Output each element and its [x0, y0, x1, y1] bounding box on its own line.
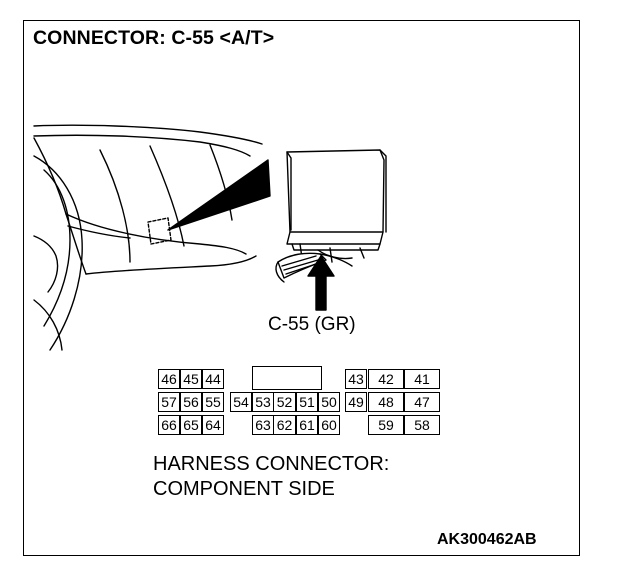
connector-caption: HARNESS CONNECTOR: COMPONENT SIDE — [153, 452, 389, 502]
connector-pin-empty — [252, 369, 274, 389]
connector-pin: 54 — [230, 392, 252, 412]
connector-pin: 60 — [318, 415, 340, 435]
connector-pin: 48 — [368, 392, 404, 412]
connector-pin: 41 — [404, 369, 440, 389]
connector-pin: 66 — [158, 415, 180, 435]
connector-pin-empty — [230, 369, 252, 389]
connector-pin: 45 — [180, 369, 202, 389]
connector-label: C-55 (GR) — [268, 314, 356, 335]
connector-pin: 64 — [202, 415, 224, 435]
connector-pin: 61 — [296, 415, 318, 435]
connector-pin: 56 — [180, 392, 202, 412]
connector-pin: 47 — [404, 392, 440, 412]
connector-pin-empty — [296, 369, 318, 389]
caption-line-1: HARNESS CONNECTOR: — [153, 453, 390, 475]
connector-pin: 62 — [273, 415, 296, 435]
connector-pin-empty — [318, 369, 340, 389]
connector-pin: 42 — [368, 369, 404, 389]
connector-pin-empty — [345, 415, 367, 435]
diagram-title: CONNECTOR: C-55 <A/T> — [33, 27, 275, 49]
connector-pin: 58 — [404, 415, 440, 435]
caption-line-2: COMPONENT SIDE — [153, 478, 335, 500]
connector-pin: 50 — [318, 392, 340, 412]
connector-pin: 59 — [368, 415, 404, 435]
connector-pin-empty — [230, 415, 252, 435]
connector-keyway — [252, 366, 322, 390]
drawing-code: AK300462AB — [437, 531, 537, 548]
connector-pin: 49 — [345, 392, 367, 412]
connector-pin: 57 — [158, 392, 180, 412]
connector-pin: 44 — [202, 369, 224, 389]
connector-pin: 51 — [296, 392, 318, 412]
connector-pin: 46 — [158, 369, 180, 389]
connector-pin: 43 — [345, 369, 367, 389]
connector-pin: 52 — [273, 392, 296, 412]
connector-pin: 55 — [202, 392, 224, 412]
diagram-frame — [23, 20, 580, 556]
connector-pin: 63 — [252, 415, 274, 435]
connector-pin: 65 — [180, 415, 202, 435]
connector-pin: 53 — [252, 392, 274, 412]
connector-pin-empty — [273, 369, 296, 389]
